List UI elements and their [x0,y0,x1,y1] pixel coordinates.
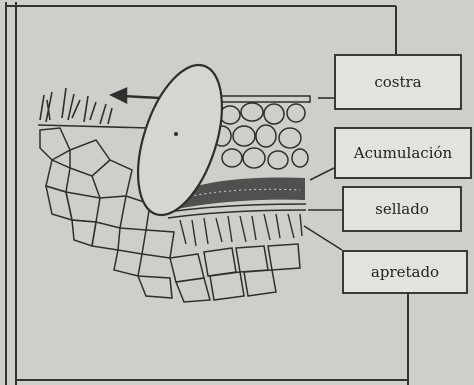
compacted-layer [180,214,302,246]
upper-aggregates [213,96,310,169]
label-acumulacion: Acumulación [334,127,472,179]
grass-tufts [38,88,150,128]
label-costra: costra [334,54,462,110]
label-apretado: apretado [342,250,468,294]
label-sellado: sellado [342,186,462,232]
direction-arrow-icon [112,89,160,102]
